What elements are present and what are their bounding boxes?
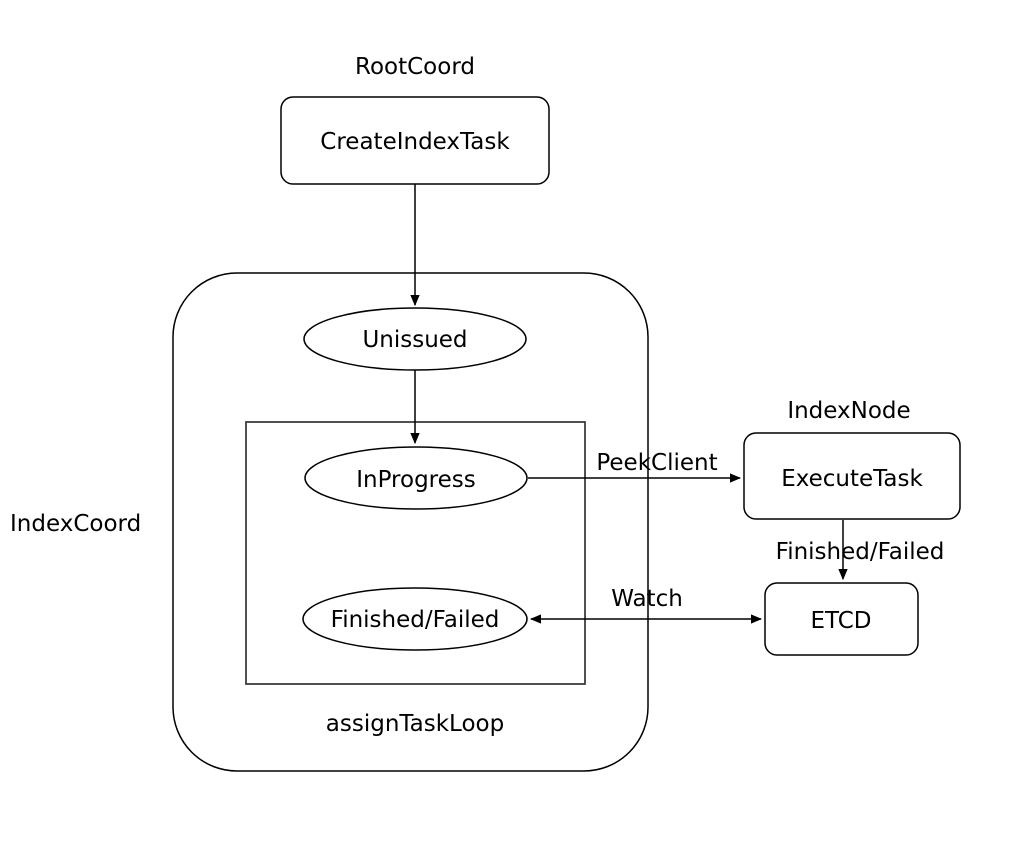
- finished-failed-label: Finished/Failed: [331, 607, 500, 633]
- finished-failed-edge-label: Finished/Failed: [776, 539, 945, 565]
- index-node-title: IndexNode: [787, 398, 910, 424]
- create-index-task-box: [280, 96, 550, 185]
- execute-task-box: [743, 432, 961, 520]
- assign-task-loop-label: assignTaskLoop: [326, 711, 504, 737]
- unissued-ellipse: [303, 307, 527, 371]
- watch-edge-label: Watch: [611, 586, 683, 612]
- in-progress-label: InProgress: [356, 467, 476, 493]
- peek-client-edge-label: PeekClient: [596, 450, 717, 476]
- root-coord-title: RootCoord: [355, 54, 475, 80]
- etcd-label: ETCD: [810, 608, 871, 634]
- in-progress-ellipse: [304, 446, 528, 510]
- unissued-label: Unissued: [362, 327, 467, 353]
- index-coord-label: IndexCoord: [10, 511, 141, 537]
- execute-task-label: ExecuteTask: [781, 466, 923, 492]
- create-index-task-label: CreateIndexTask: [320, 129, 510, 155]
- etcd-box: [764, 582, 919, 656]
- finished-failed-ellipse: [302, 587, 528, 651]
- index-coord-container: [172, 272, 649, 772]
